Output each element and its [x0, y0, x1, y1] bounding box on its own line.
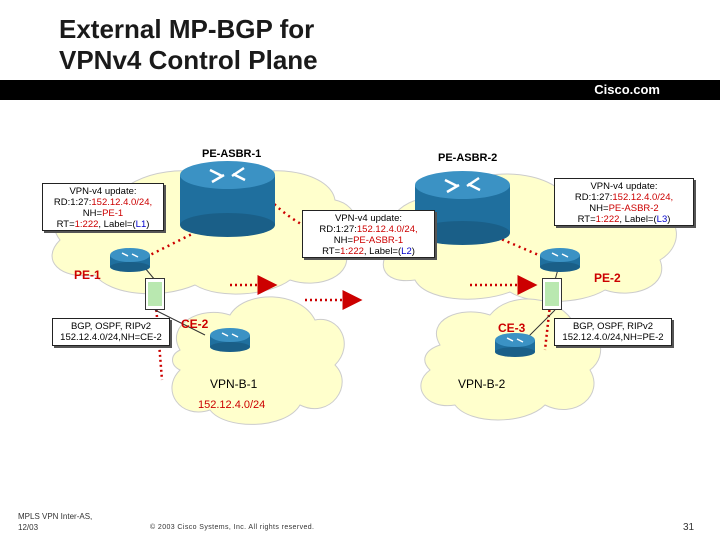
rd-value: 152.12.4.0/24,: [612, 192, 674, 203]
label-ce-3: CE-3: [498, 321, 526, 335]
brand-text: Cisco.com: [594, 82, 660, 97]
page-number: 31: [683, 522, 695, 533]
footer-course: MPLS VPN Inter-AS, 12/03: [18, 511, 92, 533]
footer-course-line-2: 12/03: [18, 523, 39, 532]
update-rt: RT=1:222, Label=(L1): [47, 219, 159, 230]
router-icon: [540, 248, 580, 272]
router-icon: [415, 171, 510, 245]
update-rt: RT=1:222, Label=(L3): [559, 214, 689, 225]
rt-prefix: RT=: [322, 246, 341, 257]
label-suffix: ): [411, 246, 415, 257]
link: [154, 309, 206, 336]
router-icon: [495, 333, 535, 357]
routing-table-icon: [542, 278, 562, 310]
label-pe-2: PE-2: [594, 271, 621, 285]
label-suffix: ): [667, 214, 671, 225]
update-rd: RD:1:27:152.12.4.0/24,: [307, 224, 430, 235]
nh-value: PE-ASBR-2: [608, 203, 659, 214]
nh-value: PE-ASBR-1: [353, 235, 404, 246]
rd-value: 152.12.4.0/24,: [91, 197, 153, 208]
router-icon: [180, 161, 275, 237]
label-vpn-b-1: VPN-B-1: [210, 377, 258, 391]
rd-prefix: RD:1:27:: [574, 192, 613, 203]
vpnv4-update-box-left: VPN-v4 update: RD:1:27:152.12.4.0/24, NH…: [42, 183, 164, 231]
label-suffix: ): [146, 219, 150, 230]
rt-prefix: RT=: [56, 219, 75, 230]
cloud-icon: [171, 296, 345, 425]
label-value: L3: [656, 214, 668, 225]
nh-prefix: NH=: [82, 208, 103, 219]
routing-info-box-left: BGP, OSPF, RIPv2 152.12.4.0/24,NH=CE-2: [52, 318, 170, 346]
routing-table-icon: [145, 278, 165, 310]
routing-prefix: 152.12.4.0/24,NH=CE-2: [60, 332, 162, 343]
rd-prefix: RD:1:27:: [319, 224, 357, 235]
update-nh: NH=PE-ASBR-1: [307, 235, 430, 246]
update-title: VPN-v4 update:: [69, 186, 137, 197]
label-ce-2: CE-2: [181, 317, 209, 331]
rt-value: 1:222: [595, 214, 620, 225]
link: [524, 309, 556, 341]
label-vpn-b-2: VPN-B-2: [458, 377, 506, 391]
brand-bar: Cisco.com: [0, 80, 720, 100]
rt-prefix: RT=: [577, 214, 596, 225]
label-prefix-text: , Label=(: [619, 214, 657, 225]
title-line-1: External MP-BGP for: [59, 14, 315, 44]
label-pe-1: PE-1: [74, 268, 101, 282]
update-nh: NH=PE-1: [47, 208, 159, 219]
rt-value: 1:222: [340, 246, 364, 257]
vpnv4-update-box-right: VPN-v4 update: RD:1:27:152.12.4.0/24, NH…: [554, 178, 694, 226]
label-prefix-text: , Label=(: [363, 246, 402, 257]
update-rt: RT=1:222, Label=(L2): [307, 246, 430, 257]
label-pe-asbr-2: PE-ASBR-2: [438, 152, 498, 164]
vpnv4-update-box-middle: VPN-v4 update: RD:1:27:152.12.4.0/24, NH…: [302, 210, 435, 258]
rd-prefix: RD:1:27:: [53, 197, 92, 208]
update-nh: NH=PE-ASBR-2: [559, 203, 689, 214]
label-prefix-text: , Label=(: [98, 219, 136, 230]
session-line: [269, 199, 431, 242]
routing-protocols: BGP, OSPF, RIPv2: [572, 321, 654, 332]
nh-prefix: NH=: [333, 235, 354, 246]
update-title: VPN-v4 update:: [590, 181, 658, 192]
routing-protocols: BGP, OSPF, RIPv2: [70, 321, 152, 332]
title-line-2: VPNv4 Control Plane: [59, 45, 318, 75]
label-value: L2: [401, 246, 412, 257]
routing-info-box-right: BGP, OSPF, RIPv2 152.12.4.0/24,NH=PE-2: [554, 318, 672, 346]
router-icon: [210, 328, 250, 352]
rd-value: 152.12.4.0/24,: [356, 224, 418, 235]
label-value: L1: [135, 219, 147, 230]
label-prefix: 152.12.4.0/24: [198, 399, 266, 411]
nh-value: PE-1: [102, 208, 124, 219]
label-pe-asbr-1: PE-ASBR-1: [202, 148, 262, 160]
footer-copyright: © 2003 Cisco Systems, Inc. All rights re…: [150, 524, 315, 531]
nh-prefix: NH=: [589, 203, 609, 214]
slide-title: External MP-BGP for VPNv4 Control Plane: [59, 14, 318, 76]
update-title: VPN-v4 update:: [334, 213, 403, 224]
router-icon: [110, 248, 150, 272]
rt-value: 1:222: [74, 219, 99, 230]
routing-prefix: 152.12.4.0/24,NH=PE-2: [562, 332, 664, 343]
update-rd: RD:1:27:152.12.4.0/24,: [47, 197, 159, 208]
footer-course-line-1: MPLS VPN Inter-AS,: [18, 512, 93, 521]
update-rd: RD:1:27:152.12.4.0/24,: [559, 192, 689, 203]
